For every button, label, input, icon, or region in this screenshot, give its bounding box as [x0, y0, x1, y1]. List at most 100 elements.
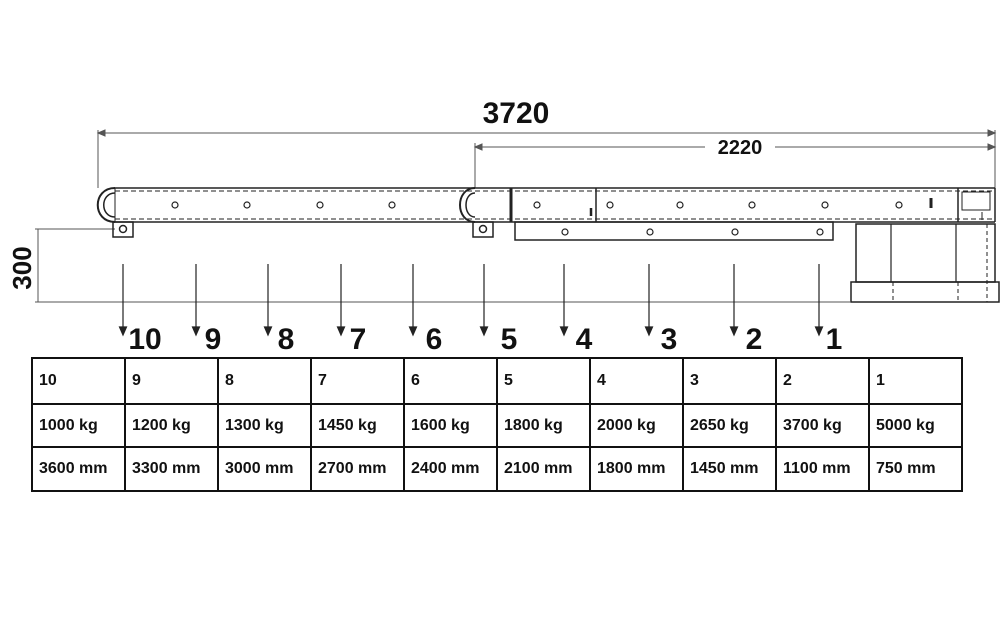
boom-hole	[171, 201, 179, 209]
end-cap-window	[961, 191, 991, 211]
table-cell-length: 2400 mm	[403, 446, 498, 492]
rail-hole	[731, 228, 739, 236]
table-cell-length: 2100 mm	[496, 446, 591, 492]
boom-hole	[533, 201, 541, 209]
lifting-eye-outer	[459, 187, 476, 223]
table-cell-length: 1450 mm	[682, 446, 777, 492]
table-cell-load: 1200 kg	[124, 403, 219, 448]
table-row-lengths: 3600 mm 3300 mm 3000 mm 2700 mm 2400 mm …	[31, 446, 963, 492]
boom-hole	[316, 201, 324, 209]
table-cell-length: 3600 mm	[31, 446, 126, 492]
table-cell-position: 7	[310, 357, 405, 405]
support-lug	[472, 221, 494, 238]
table-cell-position: 9	[124, 357, 219, 405]
table-cell-load: 2000 kg	[589, 403, 684, 448]
boom-hole	[388, 201, 396, 209]
table-cell-load: 1600 kg	[403, 403, 498, 448]
lifting-eye-outer	[96, 187, 116, 223]
load-position-arrow	[118, 264, 128, 337]
table-cell-load: 1000 kg	[31, 403, 126, 448]
support-lug-hole	[118, 224, 128, 234]
dimension-total	[96, 129, 997, 188]
dimension-section-label: 2220	[718, 137, 763, 159]
boom-outer-section	[96, 187, 475, 238]
table-cell-position: 3	[682, 357, 777, 405]
load-position-label: 2	[746, 323, 763, 356]
load-position-arrow	[191, 264, 201, 337]
fork-pocket-block	[850, 223, 1000, 303]
table-cell-length: 1800 mm	[589, 446, 684, 492]
support-lug	[112, 221, 134, 238]
table-cell-position: 6	[403, 357, 498, 405]
load-position-label: 6	[426, 323, 443, 356]
load-position-arrow	[644, 264, 654, 337]
arrow-head	[118, 326, 128, 337]
load-position-arrow	[559, 264, 569, 337]
arrow-head	[336, 326, 346, 337]
lifting-eye-inner	[465, 192, 476, 218]
boom-hole	[676, 201, 684, 209]
load-position-arrow	[408, 264, 418, 337]
load-position-label: 10	[128, 323, 161, 356]
table-cell-length: 750 mm	[868, 446, 963, 492]
boom-hole	[748, 201, 756, 209]
boom-hole	[821, 201, 829, 209]
dimension-arrowheads	[96, 129, 997, 137]
load-position-label: 7	[350, 323, 367, 356]
arrow-head	[191, 326, 201, 337]
boom-hole	[243, 201, 251, 209]
lifting-eye-inner	[103, 192, 116, 218]
table-cell-length: 2700 mm	[310, 446, 405, 492]
load-arrows	[118, 264, 824, 337]
load-position-label: 1	[826, 323, 843, 356]
support-lug-hole	[478, 224, 488, 234]
arrow-head	[644, 326, 654, 337]
table-cell-position: 5	[496, 357, 591, 405]
arrow-head	[263, 326, 273, 337]
rail-hole	[646, 228, 654, 236]
table-cell-position: 8	[217, 357, 312, 405]
boom-hole	[895, 201, 903, 209]
table-cell-load: 1800 kg	[496, 403, 591, 448]
table-cell-position: 1	[868, 357, 963, 405]
guide-rail	[514, 221, 834, 241]
load-position-label: 3	[661, 323, 678, 356]
table-cell-load: 1450 kg	[310, 403, 405, 448]
load-position-label: 4	[576, 323, 593, 356]
table-row-loads: 1000 kg 1200 kg 1300 kg 1450 kg 1600 kg …	[31, 403, 963, 448]
dimension-section	[473, 143, 997, 188]
boom-inner-section	[459, 187, 996, 241]
load-position-label: 5	[501, 323, 518, 356]
table-cell-load: 3700 kg	[775, 403, 870, 448]
arrow-labels: 10 9 8 7 6 5 4 3 2 1	[128, 323, 842, 356]
load-position-arrow	[729, 264, 739, 337]
dimension-total-label: 3720	[483, 97, 550, 130]
fork-pocket-lower	[850, 281, 1000, 303]
dimension-height-label: 300	[7, 246, 37, 289]
table-cell-load: 1300 kg	[217, 403, 312, 448]
load-position-arrow	[479, 264, 489, 337]
load-position-label: 9	[205, 323, 222, 356]
table-cell-load: 5000 kg	[868, 403, 963, 448]
arrow-head	[559, 326, 569, 337]
arrow-head	[479, 326, 489, 337]
arrow-head	[814, 326, 824, 337]
boom-hole	[606, 201, 614, 209]
load-capacity-table: 10 9 8 7 6 5 4 3 2 1 1000 kg 1200 kg 130…	[31, 357, 963, 492]
table-cell-position: 4	[589, 357, 684, 405]
table-row-positions: 10 9 8 7 6 5 4 3 2 1	[31, 357, 963, 405]
table-cell-position: 2	[775, 357, 870, 405]
arrow-head	[408, 326, 418, 337]
table-cell-position: 10	[31, 357, 126, 405]
rail-hole	[561, 228, 569, 236]
table-cell-load: 2650 kg	[682, 403, 777, 448]
load-position-arrow	[263, 264, 273, 337]
dimension-height	[35, 228, 850, 303]
table-cell-length: 3300 mm	[124, 446, 219, 492]
load-position-label: 8	[278, 323, 295, 356]
table-cell-length: 3000 mm	[217, 446, 312, 492]
load-position-arrow	[336, 264, 346, 337]
fork-pocket-upper	[855, 223, 996, 283]
table-cell-length: 1100 mm	[775, 446, 870, 492]
